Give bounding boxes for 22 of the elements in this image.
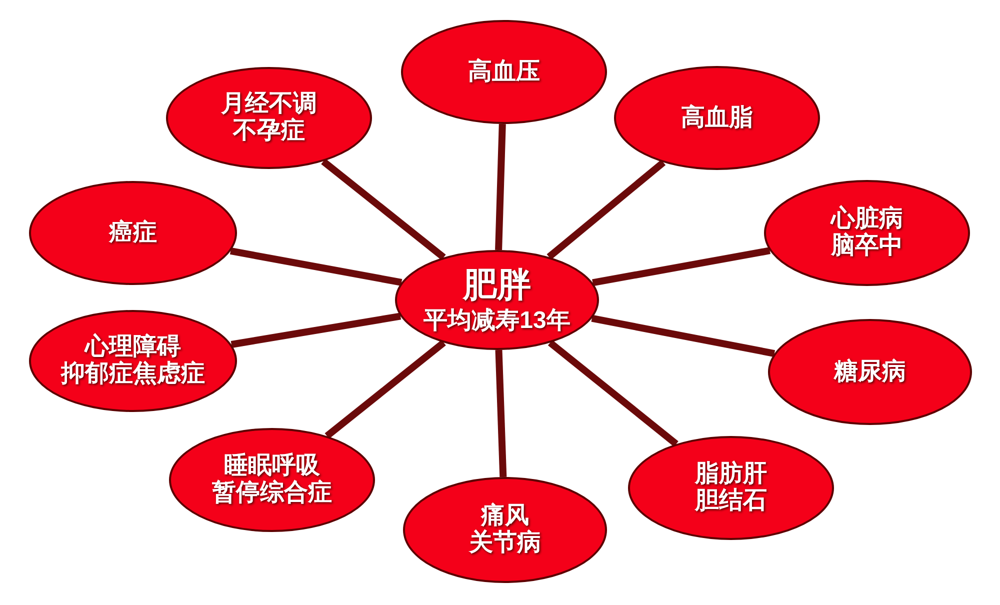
connector-line xyxy=(230,248,402,286)
connector-line xyxy=(592,247,770,286)
node-label: 平均减寿13年 xyxy=(424,308,570,334)
connector-line xyxy=(546,160,666,260)
node-label: 糖尿病 xyxy=(834,358,906,386)
node-label: 心理障碍抑郁症焦虑症 xyxy=(61,334,205,388)
node-label: 高血脂 xyxy=(681,104,753,132)
connector-line xyxy=(321,158,446,260)
node-label: 癌症 xyxy=(109,220,157,246)
node-label: 痛风关节病 xyxy=(469,503,541,557)
connector-line xyxy=(495,350,507,478)
connector-line xyxy=(548,340,678,447)
connector-line xyxy=(495,124,506,250)
node-label: 高血压 xyxy=(468,58,540,86)
connector-line xyxy=(230,312,402,348)
node-label: 心脏病脑卒中 xyxy=(831,206,903,260)
node-label: 月经不调不孕症 xyxy=(221,91,317,145)
node-label: 睡眠呼吸暂停综合症 xyxy=(212,453,332,507)
node-title: 肥胖 xyxy=(463,266,531,304)
connector-line xyxy=(591,314,776,357)
node-label: 脂肪肝胆结石 xyxy=(695,461,767,515)
connector-line xyxy=(324,340,446,439)
